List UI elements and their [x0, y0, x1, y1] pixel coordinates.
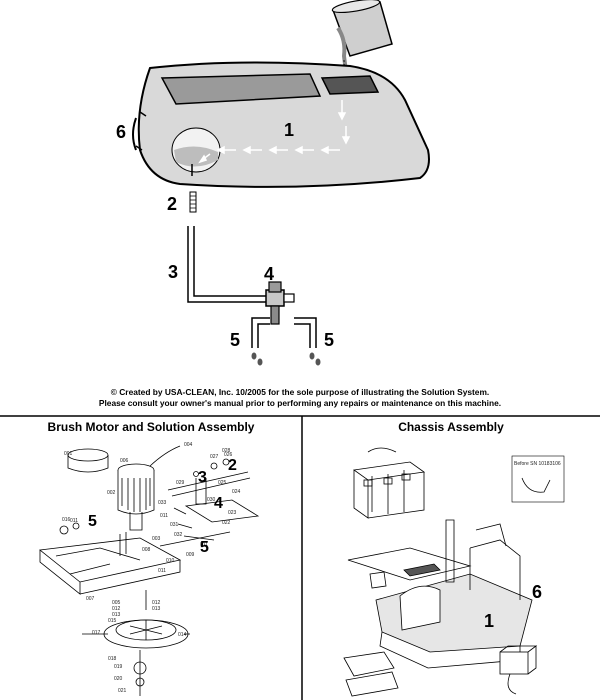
part-number-label: 001 [64, 451, 73, 457]
part-number-label: 025 [218, 480, 227, 486]
callout-hose: 3 [168, 262, 178, 282]
part-number-label: 027 [210, 454, 219, 460]
brush-assembly-title: Brush Motor and Solution Assembly [47, 420, 255, 434]
outlet-hoses [251, 317, 317, 348]
callout-valve: 4 [264, 264, 274, 284]
part-number-label: 022 [222, 520, 231, 526]
part-number-label: 026 [224, 452, 233, 458]
part-number-label: 011 [200, 542, 208, 548]
chassis-callout-6: 6 [532, 582, 542, 602]
part-number-label: 012 [112, 606, 121, 612]
part-number-label: 030 [207, 497, 216, 503]
part-number-label: 013 [152, 606, 161, 612]
bucket-icon [331, 0, 393, 93]
brush-assembly-drawing [39, 445, 260, 696]
solution-valve-icon [265, 281, 295, 325]
part-number-label: 010 [166, 558, 175, 564]
flow-arrows [191, 100, 351, 176]
part-number-label: 011 [70, 518, 78, 524]
callout-fitting: 2 [167, 194, 177, 214]
part-number-label: 024 [232, 489, 241, 495]
credit-line-2: Please consult your owner's manual prior… [98, 398, 502, 408]
callout-outlet-right: 5 [324, 330, 334, 350]
part-number-label: 002 [107, 490, 116, 496]
part-number-label: 007 [86, 596, 95, 602]
part-number-label: 011 [160, 513, 168, 519]
brush-callout-4: 4 [214, 495, 223, 512]
part-number-label: 015 [108, 618, 117, 624]
credit-notice: © Created by USA-CLEAN, Inc. 10/2005 for… [0, 387, 600, 409]
part-number-label: 019 [114, 664, 123, 670]
part-number-label: 006 [120, 458, 129, 464]
callout-tank: 1 [284, 120, 294, 140]
callout-drain-hose: 6 [116, 122, 126, 142]
solution-hose [187, 226, 268, 303]
part-number-label: 014 [178, 632, 187, 638]
chassis-assembly-title: Chassis Assembly [398, 420, 504, 434]
part-number-label: 021 [118, 688, 127, 694]
brush-callout-2: 2 [228, 457, 237, 474]
part-number-label: 018 [108, 656, 117, 662]
part-number-label: 031 [170, 522, 179, 528]
brush-callout-3: 3 [198, 469, 207, 486]
part-number-label: 009 [186, 552, 195, 558]
solution-drops [251, 352, 321, 366]
chassis-callout-1: 1 [484, 611, 494, 631]
chassis-assembly-drawing [343, 447, 565, 697]
part-number-label: 033 [158, 500, 167, 506]
part-number-label: 032 [174, 532, 183, 538]
part-number-label: 023 [228, 510, 237, 516]
brush-callout-5b: 5 [200, 539, 209, 556]
part-number-label: 005 [112, 600, 121, 606]
part-number-label: 029 [176, 480, 185, 486]
fitting-icon [189, 191, 197, 213]
part-number-label: 011 [158, 568, 166, 574]
brush-callout-5a: 5 [88, 513, 97, 530]
chassis-inset-label: Before SN 10183106 [514, 461, 561, 467]
part-number-label: 004 [184, 442, 193, 448]
part-number-label: 016 [62, 517, 71, 523]
part-number-label: 012 [152, 600, 161, 606]
callout-outlet-left: 5 [230, 330, 240, 350]
part-number-label: 028 [222, 448, 231, 454]
part-number-label: 013 [112, 612, 121, 618]
part-number-label: 017 [92, 630, 101, 636]
brush-part-labels: 001 002 003 004 005 006 007 008 009 010 … [62, 442, 241, 694]
part-number-label: 020 [114, 676, 123, 682]
part-number-label: 008 [142, 547, 151, 553]
part-number-label: 003 [152, 536, 161, 542]
solution-tank [132, 61, 430, 188]
credit-line-1: © Created by USA-CLEAN, Inc. 10/2005 for… [110, 387, 490, 397]
